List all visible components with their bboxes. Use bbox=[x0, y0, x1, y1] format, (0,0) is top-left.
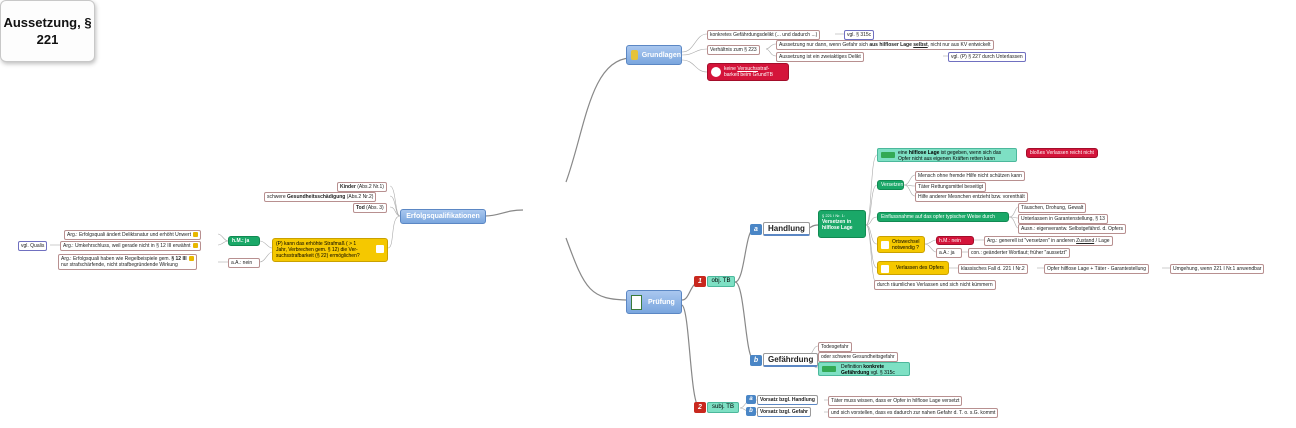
pencil-icon bbox=[881, 241, 889, 249]
node-verl-2[interactable]: Opfer hilflose Lage + Täter - Garanteste… bbox=[1044, 264, 1149, 274]
central-topic[interactable]: Aussetzung, § 221 bbox=[0, 0, 95, 62]
node-arg-versetzen[interactable]: Arg.: generell ist "versetzen" in andere… bbox=[984, 236, 1113, 246]
node-einfl-3[interactable]: Ausn.: eigenverantw. Selbstgefährd. d. O… bbox=[1018, 224, 1127, 234]
key-icon bbox=[192, 232, 198, 238]
node-arg-deliktsnatur[interactable]: Arg.: Erfolgsquali ändert Deliktsnatur u… bbox=[64, 230, 201, 240]
node-vers-2[interactable]: Täter Rettungsmittel beseitigt bbox=[915, 182, 987, 192]
node-vorsatz-handlung-text[interactable]: Täter muss wissen, dass er Opfer in hilf… bbox=[828, 396, 963, 406]
node-hilflose-lage[interactable]: eine hilflose Lage ist gegeben, wenn sic… bbox=[877, 148, 1017, 162]
num-1-badge: 1 bbox=[694, 276, 706, 287]
node-vorsatz-gefahr[interactable]: Vorsatz bzgl. Gefahr bbox=[757, 407, 811, 417]
node-hm-ja[interactable]: h.M.: ja bbox=[228, 236, 260, 246]
letter-a-badge: a bbox=[750, 224, 762, 235]
topic-erfolgsqualifikationen[interactable]: Erfolgsqualifikationen bbox=[400, 209, 486, 224]
node-arg-umkehrschluss[interactable]: Arg.: Umkehrschluss, weil gerade nicht i… bbox=[60, 241, 201, 251]
node-einflussnahme[interactable]: Einflussnahme auf das opfer typischer We… bbox=[877, 212, 1009, 222]
node-vorsatz-gefahr-text[interactable]: und sich vorstellen, dass es dadurch zur… bbox=[828, 408, 999, 418]
node-arg-regelbeispiele[interactable]: Arg.: Erfolgsquali haben wie Regelbeispi… bbox=[58, 254, 197, 270]
letter-b-badge: b bbox=[746, 407, 756, 416]
stamp-icon bbox=[631, 50, 638, 60]
letter-a-badge: a bbox=[746, 395, 756, 404]
topic-pruefung[interactable]: Prüfung bbox=[626, 290, 682, 314]
key-icon bbox=[192, 243, 198, 249]
topic-grundlagen[interactable]: Grundlagen bbox=[626, 45, 682, 65]
node-con-wortlaut[interactable]: con.: geänderter Wortlaut; früher "ausse… bbox=[968, 248, 1070, 258]
megaphone-icon bbox=[822, 366, 836, 372]
node-gesundheitsschaedigung[interactable]: schwere Gesundheitsschädigung (Abs.2 Nr.… bbox=[264, 192, 377, 202]
ref-227[interactable]: vgl. (P) § 227 durch Unterlassen bbox=[948, 52, 1026, 62]
node-gefaehrdungsdelikt[interactable]: konkretes Gefährdungsdelikt (... und dad… bbox=[707, 30, 821, 40]
key-icon bbox=[188, 256, 194, 262]
num-2-badge: 2 bbox=[694, 402, 706, 413]
letter-b-badge: b bbox=[750, 355, 762, 366]
ref-315c[interactable]: vgl. § 315c bbox=[844, 30, 875, 40]
node-subj-tb[interactable]: subj. TB bbox=[707, 402, 739, 413]
alert-icon bbox=[711, 67, 721, 77]
node-aa-ja[interactable]: a.A.: ja bbox=[936, 248, 962, 258]
node-vers-1[interactable]: Mensch ohne fremde Hilfe nicht schützen … bbox=[915, 171, 1025, 181]
node-verl-1[interactable]: klassisches Fall d. 221 I Nr.2 bbox=[958, 264, 1028, 274]
ref-qualis[interactable]: vgl. Qualis bbox=[18, 241, 48, 251]
node-kein-versuch[interactable]: keine Versuchsstraf-barkeit beim GrundTB bbox=[707, 63, 789, 81]
node-hm-nein[interactable]: h.M.: nein bbox=[936, 236, 974, 245]
megaphone-icon bbox=[881, 152, 895, 158]
node-aussetzung-hilflos[interactable]: Aussetzung nur dann, wenn Gefahr sich au… bbox=[776, 40, 994, 50]
node-verhaeltnis-223[interactable]: Verhältnis zum § 223 bbox=[707, 45, 760, 55]
pencil-icon bbox=[881, 265, 889, 273]
node-einfl-2[interactable]: Unterlassen in Garantenstellung, § 13 bbox=[1018, 214, 1108, 224]
node-zweiaktig[interactable]: Aussetzung ist ein zweiaktiges Delikt bbox=[776, 52, 864, 62]
node-verl-3[interactable]: Umgehung, wenn 221 I Nr.1 anwendbar bbox=[1170, 264, 1265, 274]
node-kinder[interactable]: Kinder (Abs.2 Nr.1) bbox=[337, 182, 387, 192]
node-raeumlich[interactable]: durch räumliches Verlassen und sich nich… bbox=[874, 280, 996, 290]
node-vorsatz-handlung[interactable]: Vorsatz bzgl. Handlung bbox=[757, 395, 818, 405]
node-gesundheitsgefahr[interactable]: oder schwere Gesundheitsgefahr bbox=[818, 352, 898, 362]
node-handlung[interactable]: Handlung bbox=[763, 222, 810, 236]
node-vers-3[interactable]: Hilfe anderer Mesnchen entzieht bzw. vor… bbox=[915, 192, 1028, 202]
node-obj-tb[interactable]: obj. TB bbox=[707, 276, 735, 287]
checklist-icon bbox=[631, 294, 642, 310]
node-gefaehrdung[interactable]: Gefährdung bbox=[763, 353, 819, 367]
node-bloss-verlassen[interactable]: bloßes Verlassen reicht nicht bbox=[1026, 148, 1098, 158]
node-verlassen-opfer[interactable]: Verlassen des Opfers bbox=[877, 261, 949, 275]
node-einfl-1[interactable]: Täuschen, Drohung, Gewalt bbox=[1018, 203, 1087, 213]
pencil-icon bbox=[376, 245, 384, 253]
node-aa-nein[interactable]: a.A.: nein bbox=[228, 258, 260, 268]
node-todesgefahr[interactable]: Todesgefahr bbox=[818, 342, 852, 352]
node-versetzen-hilflos[interactable]: § 221 I Nr. 1: Versetzen in hilflose Lag… bbox=[818, 210, 866, 238]
node-tod[interactable]: Tod (Abs. 3) bbox=[353, 203, 387, 213]
node-versetzen[interactable]: Versetzen bbox=[877, 180, 904, 190]
